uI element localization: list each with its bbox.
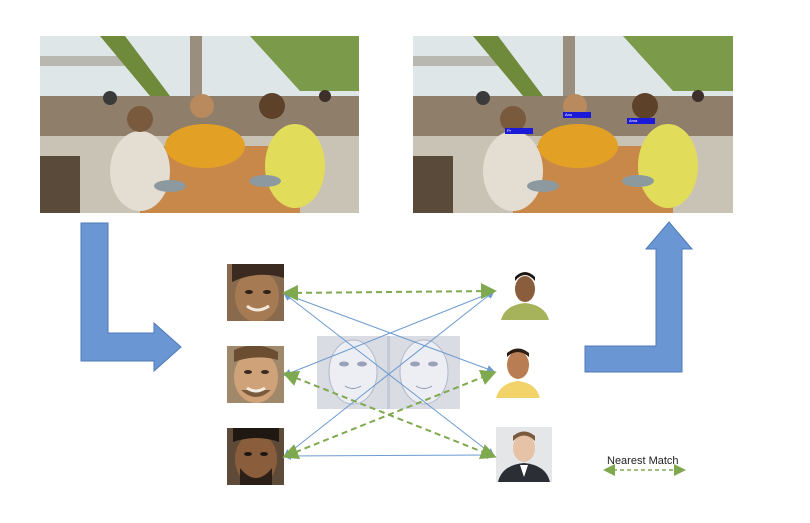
face-label-tag: Anu	[563, 112, 591, 118]
input-photo	[40, 36, 359, 213]
query-face-1	[227, 264, 284, 321]
gallery-face-2	[494, 345, 542, 398]
legend-label: Nearest Match	[607, 455, 679, 467]
face-label-tag: Ama	[627, 118, 655, 124]
bent-arrow-down-right-icon	[80, 222, 182, 373]
query-face-3	[227, 428, 284, 485]
face-label-tag: Pr	[505, 128, 533, 134]
candidate-match-lines	[283, 290, 495, 460]
gallery-face-3	[496, 427, 552, 482]
match-line	[283, 292, 495, 373]
match-line	[283, 451, 495, 460]
match-line	[283, 290, 495, 377]
nearest-match-line	[282, 283, 497, 301]
bent-arrow-up-icon	[584, 221, 694, 373]
gallery-face-1	[497, 267, 553, 320]
query-face-2	[227, 346, 284, 403]
nearest-match-line	[282, 370, 497, 459]
nearest-match-lines	[282, 283, 497, 460]
output-photo: Pr Anu Ama	[413, 36, 733, 213]
